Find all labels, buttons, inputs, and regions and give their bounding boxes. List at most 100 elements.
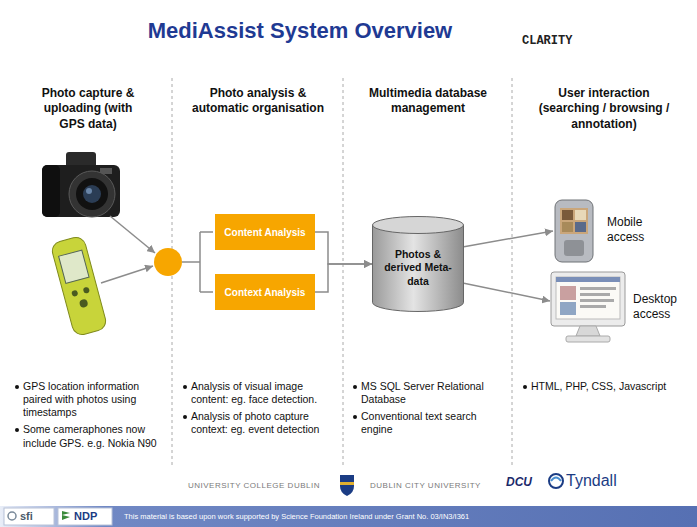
camera-lens — [69, 171, 115, 217]
bullet-dot — [353, 385, 357, 389]
process-box: Context Analysis — [215, 274, 315, 310]
access-label: Desktop access — [633, 292, 685, 322]
dashed-separator — [343, 78, 344, 468]
bullet-dot — [523, 385, 527, 389]
logo-text: NDP — [74, 511, 110, 522]
phone-body — [555, 200, 593, 262]
dashed-separator — [512, 78, 513, 468]
sfi-logo-mark — [8, 512, 16, 520]
text-line — [580, 287, 616, 290]
upload-junction — [154, 248, 182, 276]
bullet-note: Some cameraphones now include GPS. e.g. … — [23, 423, 166, 449]
label-area: DUBLIN CITY UNIVERSITY — [370, 481, 502, 490]
monitor-base — [566, 336, 610, 342]
camera-icon — [42, 152, 120, 217]
label-area: Tyndall — [566, 472, 636, 490]
crest-shield — [340, 475, 354, 496]
box-label: Context Analysis — [225, 287, 306, 298]
logo-swirl — [549, 474, 563, 488]
bullet-note: Conventional text search engine — [361, 410, 504, 436]
label-area: UNIVERSITY COLLEGE DUBLIN — [188, 481, 338, 490]
logo-swirl — [551, 478, 561, 482]
bullet-dot — [353, 415, 357, 419]
bullet-column: Analysis of visual image content: eg. fa… — [182, 380, 334, 441]
column-heading: Photo capture & uploading (with GPS data… — [32, 86, 144, 132]
bullet-item: Some cameraphones now include GPS. e.g. … — [14, 423, 166, 449]
flow-arrow — [315, 264, 372, 292]
text-line — [580, 305, 606, 308]
box-label: Content Analysis — [224, 227, 305, 238]
flow-arrow — [464, 231, 553, 247]
input-arrow — [110, 216, 155, 253]
phone-keypad — [564, 240, 584, 256]
column-heading: Multimedia database management — [358, 86, 498, 117]
photo-thumb — [560, 286, 576, 300]
label-area: CLARITY — [522, 34, 612, 48]
flow-arrow — [315, 232, 372, 264]
split-bracket — [182, 232, 213, 292]
bullet-dot — [183, 385, 187, 389]
bullet-note: GPS location information paired with pho… — [23, 380, 166, 419]
label-area: Photo capture & uploading (with GPS data… — [32, 86, 144, 132]
bullet-item: Conventional text search engine — [352, 410, 504, 436]
slide-title: MediAssist System Overview — [0, 18, 600, 44]
bullet-note: Analysis of photo capture context: eg. e… — [191, 410, 334, 436]
institution-name: DUBLIN CITY UNIVERSITY — [370, 481, 502, 490]
column-heading: User interaction (searching / browsing /… — [529, 86, 679, 132]
photo-thumb — [575, 222, 586, 232]
bullet-item: MS SQL Server Relational Database — [352, 380, 504, 406]
monitor-screen — [556, 277, 620, 319]
phone-screen — [560, 208, 588, 234]
bullet-column: MS SQL Server Relational DatabaseConvent… — [352, 380, 504, 441]
input-arrow — [101, 266, 153, 283]
label-area: Multimedia database management — [358, 86, 498, 117]
database-cylinder: Photos & derived Meta-data — [372, 216, 464, 312]
label-area: Photo analysis & automatic organisation — [183, 86, 333, 117]
process-box: Content Analysis — [215, 214, 315, 250]
institution-name: UNIVERSITY COLLEGE DUBLIN — [188, 481, 338, 490]
bullet-item: HTML, PHP, CSS, Javascript — [522, 380, 684, 393]
column-heading: Photo analysis & automatic organisation — [183, 86, 333, 117]
photo-thumb — [562, 210, 573, 220]
text-line — [580, 299, 614, 302]
label-area: DCU — [506, 475, 540, 489]
bullet-note: MS SQL Server Relational Database — [361, 380, 504, 406]
gps-button — [79, 298, 89, 308]
logo-text: Tyndall — [566, 472, 636, 490]
label-area: sfi — [20, 511, 52, 522]
lens-highlight — [86, 188, 92, 194]
text-line — [580, 293, 610, 296]
footer-band — [0, 506, 697, 527]
ndp-logo-box — [58, 508, 112, 525]
camera-grip — [42, 165, 60, 217]
logo-text: DCU — [506, 475, 540, 489]
desktop-monitor-icon — [551, 272, 625, 342]
desktop-access-node: Desktop access — [550, 270, 686, 344]
cylinder-top — [373, 217, 464, 234]
label-area: This material is based upon work support… — [124, 512, 692, 521]
bullet-dot — [15, 385, 19, 389]
bullet-note: HTML, PHP, CSS, Javascript — [531, 380, 684, 393]
mobile-phone-icon — [555, 200, 593, 262]
bullet-item: Analysis of photo capture context: eg. e… — [182, 410, 334, 436]
title-area: MediAssist System Overview — [0, 18, 600, 44]
ndp-logo-mark — [62, 511, 70, 520]
window-bar — [556, 277, 620, 282]
funding-note: This material is based upon work support… — [124, 512, 692, 521]
monitor-frame — [551, 272, 625, 326]
label-area: User interaction (searching / browsing /… — [529, 86, 679, 132]
camera-lens — [76, 178, 108, 210]
bullet-column: HTML, PHP, CSS, Javascript — [522, 380, 684, 397]
access-label: Mobile access — [607, 215, 657, 245]
label-area: NDP — [74, 511, 110, 522]
gps-button — [83, 287, 90, 294]
flow-arrow — [464, 283, 550, 301]
camera-lens — [83, 185, 101, 203]
bullet-dot — [15, 428, 19, 432]
gps-device-icon — [50, 235, 108, 337]
gps-body — [50, 235, 108, 337]
database-label: Photos & derived Meta-data — [378, 248, 458, 287]
column-separators — [172, 78, 512, 468]
photo-thumb — [575, 210, 586, 220]
